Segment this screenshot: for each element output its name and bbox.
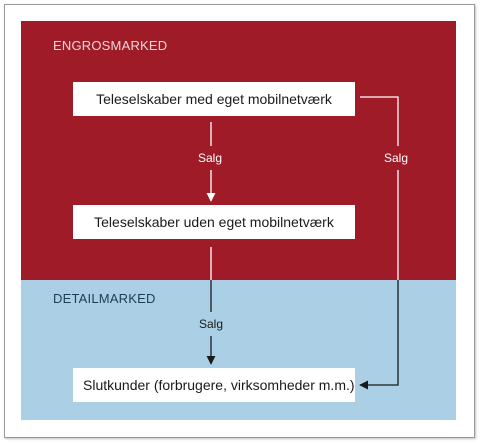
node-mvno-label: Teleselskaber uden eget mobilnetværk [94,214,334,230]
node-end-customers: Slutkunder (forbrugere, virksomheder m.m… [73,368,355,402]
retail-market-label: DETAILMARKED [53,291,156,306]
wholesale-market-label: ENGROSMARKED [53,38,168,53]
node-mvno: Teleselskaber uden eget mobilnetværk [73,205,355,239]
node-end-customers-label: Slutkunder (forbrugere, virksomheder m.m… [83,377,355,393]
flow-label-mno-to-mvno: Salg [198,151,223,165]
flow-label-mno-to-end-customers: Salg [384,151,409,165]
node-mno: Teleselskaber med eget mobilnetværk [73,82,355,116]
flow-label-mvno-to-end-customers: Salg [199,317,224,331]
node-mno-label: Teleselskaber med eget mobilnetværk [96,91,332,107]
